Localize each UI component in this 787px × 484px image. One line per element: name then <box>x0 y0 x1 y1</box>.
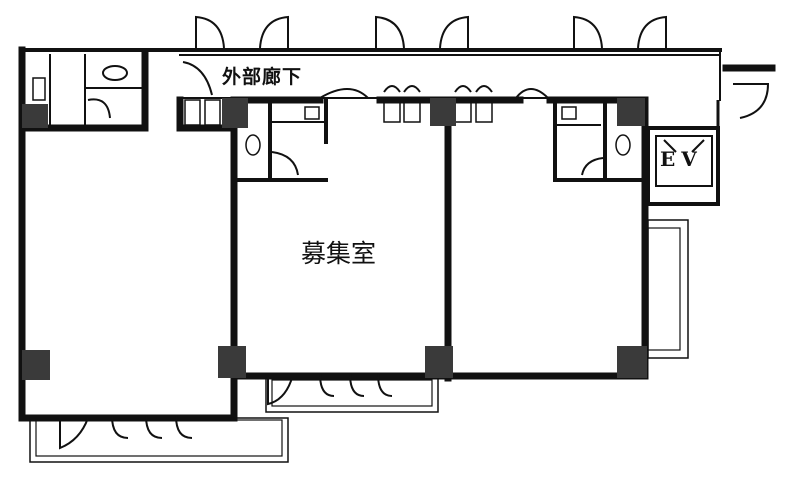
columns <box>22 98 647 380</box>
left-unit <box>18 46 289 463</box>
elevator-label: EV <box>660 147 703 171</box>
elevator <box>646 100 720 206</box>
vacant-room-label: 募集室 <box>301 239 377 268</box>
corridor <box>20 48 776 101</box>
corridor-label: 外部廊下 <box>222 66 303 88</box>
corridor-doors <box>195 15 770 119</box>
